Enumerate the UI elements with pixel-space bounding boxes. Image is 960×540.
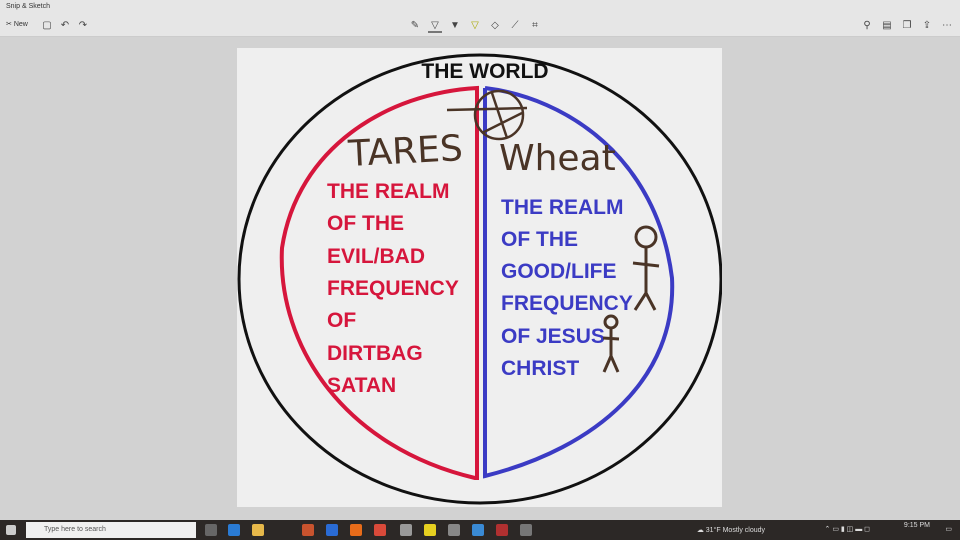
copy-icon[interactable]: ❐ [902, 20, 912, 31]
blue-half-outline [483, 86, 675, 479]
edge-icon[interactable] [228, 524, 240, 536]
app-icon[interactable] [448, 524, 460, 536]
weather-temp: 31°F [705, 527, 721, 534]
toolbar: ✂ New ▢ ↶ ↷ ✎ ▽ ▼ ▽ ◇ ⟋ ⌗ ⚲ ▤ ❐ ⇪ ⋯ [0, 15, 960, 37]
right-line: THE REALM [501, 196, 624, 219]
world-drawing: THE WORLD TARES Wheat THE REALM OF THE E… [237, 53, 722, 505]
right-line: FREQUENCY [501, 292, 633, 315]
pencil-icon[interactable]: ▼ [450, 20, 460, 31]
save-icon[interactable]: ▤ [882, 20, 892, 31]
app-icon[interactable] [472, 524, 484, 536]
clock[interactable]: 9:15 PM [903, 522, 930, 529]
right-line: OF THE [501, 228, 578, 251]
wheat-heading: Wheat [499, 138, 616, 179]
title-bar: Snip & Sketch [0, 0, 960, 15]
right-line: CHRIST [501, 357, 579, 380]
notification-icon[interactable]: ▭ [945, 526, 952, 533]
left-line: OF THE [327, 212, 404, 235]
left-line: DIRTBAG [327, 342, 423, 365]
left-line: SATAN [327, 374, 396, 397]
start-icon[interactable] [6, 525, 16, 535]
ballpoint-pen-icon[interactable]: ▽ [428, 19, 442, 33]
taskbar: Type here to search ☁ 31°F Mostly cloudy… [0, 520, 960, 540]
snip-sketch-taskbar-icon[interactable] [520, 524, 532, 536]
ruler-icon[interactable]: ⟋ [511, 20, 519, 31]
window-title: Snip & Sketch [6, 3, 50, 10]
app-icon[interactable] [302, 524, 314, 536]
left-line: OF [327, 309, 356, 332]
eraser-icon[interactable]: ◇ [491, 20, 499, 31]
stick-figure-large-icon [632, 225, 660, 311]
zoom-icon[interactable]: ⚲ [863, 20, 871, 31]
task-view-icon[interactable] [205, 524, 217, 536]
left-line: EVIL/BAD [327, 245, 425, 268]
sticky-notes-icon[interactable] [424, 524, 436, 536]
highlighter-icon[interactable]: ▽ [471, 20, 479, 31]
search-placeholder: Type here to search [44, 526, 106, 533]
crop-icon[interactable]: ⌗ [532, 20, 538, 31]
stick-figure-small-icon [602, 314, 620, 373]
firefox-icon[interactable] [350, 524, 362, 536]
left-line: THE REALM [327, 180, 450, 203]
red-half-outline [279, 85, 479, 480]
undo-icon[interactable]: ↶ [60, 20, 70, 31]
world-circle [237, 53, 722, 505]
more-icon[interactable]: ⋯ [942, 20, 952, 31]
new-button[interactable]: ✂ New [6, 21, 28, 28]
app-icon[interactable] [496, 524, 508, 536]
new-label: New [13, 21, 28, 28]
file-explorer-icon[interactable] [252, 524, 264, 536]
redo-icon[interactable]: ↷ [78, 20, 88, 31]
app-icon[interactable] [400, 524, 412, 536]
open-icon[interactable]: ▢ [42, 20, 52, 31]
app-icon[interactable] [326, 524, 338, 536]
drawing-title: THE WORLD [421, 60, 548, 83]
tares-heading: TARES [346, 128, 463, 175]
chrome-icon[interactable] [374, 524, 386, 536]
touch-writing-icon[interactable]: ✎ [410, 20, 420, 31]
right-line: GOOD/LIFE [501, 260, 617, 283]
tray-icons[interactable]: ⌃ ▭ ▮ ◫ ▬ ◻ [824, 526, 870, 533]
globe-sketch-icon [473, 89, 525, 141]
taskbar-search[interactable]: Type here to search [26, 522, 196, 538]
right-line: OF JESUS [501, 325, 605, 348]
sketch-canvas[interactable]: THE WORLD TARES Wheat THE REALM OF THE E… [237, 48, 722, 507]
weather-widget[interactable]: ☁ 31°F Mostly cloudy [696, 527, 765, 534]
left-line: FREQUENCY [327, 277, 459, 300]
weather-text: Mostly cloudy [722, 527, 765, 534]
share-icon[interactable]: ⇪ [922, 20, 932, 31]
